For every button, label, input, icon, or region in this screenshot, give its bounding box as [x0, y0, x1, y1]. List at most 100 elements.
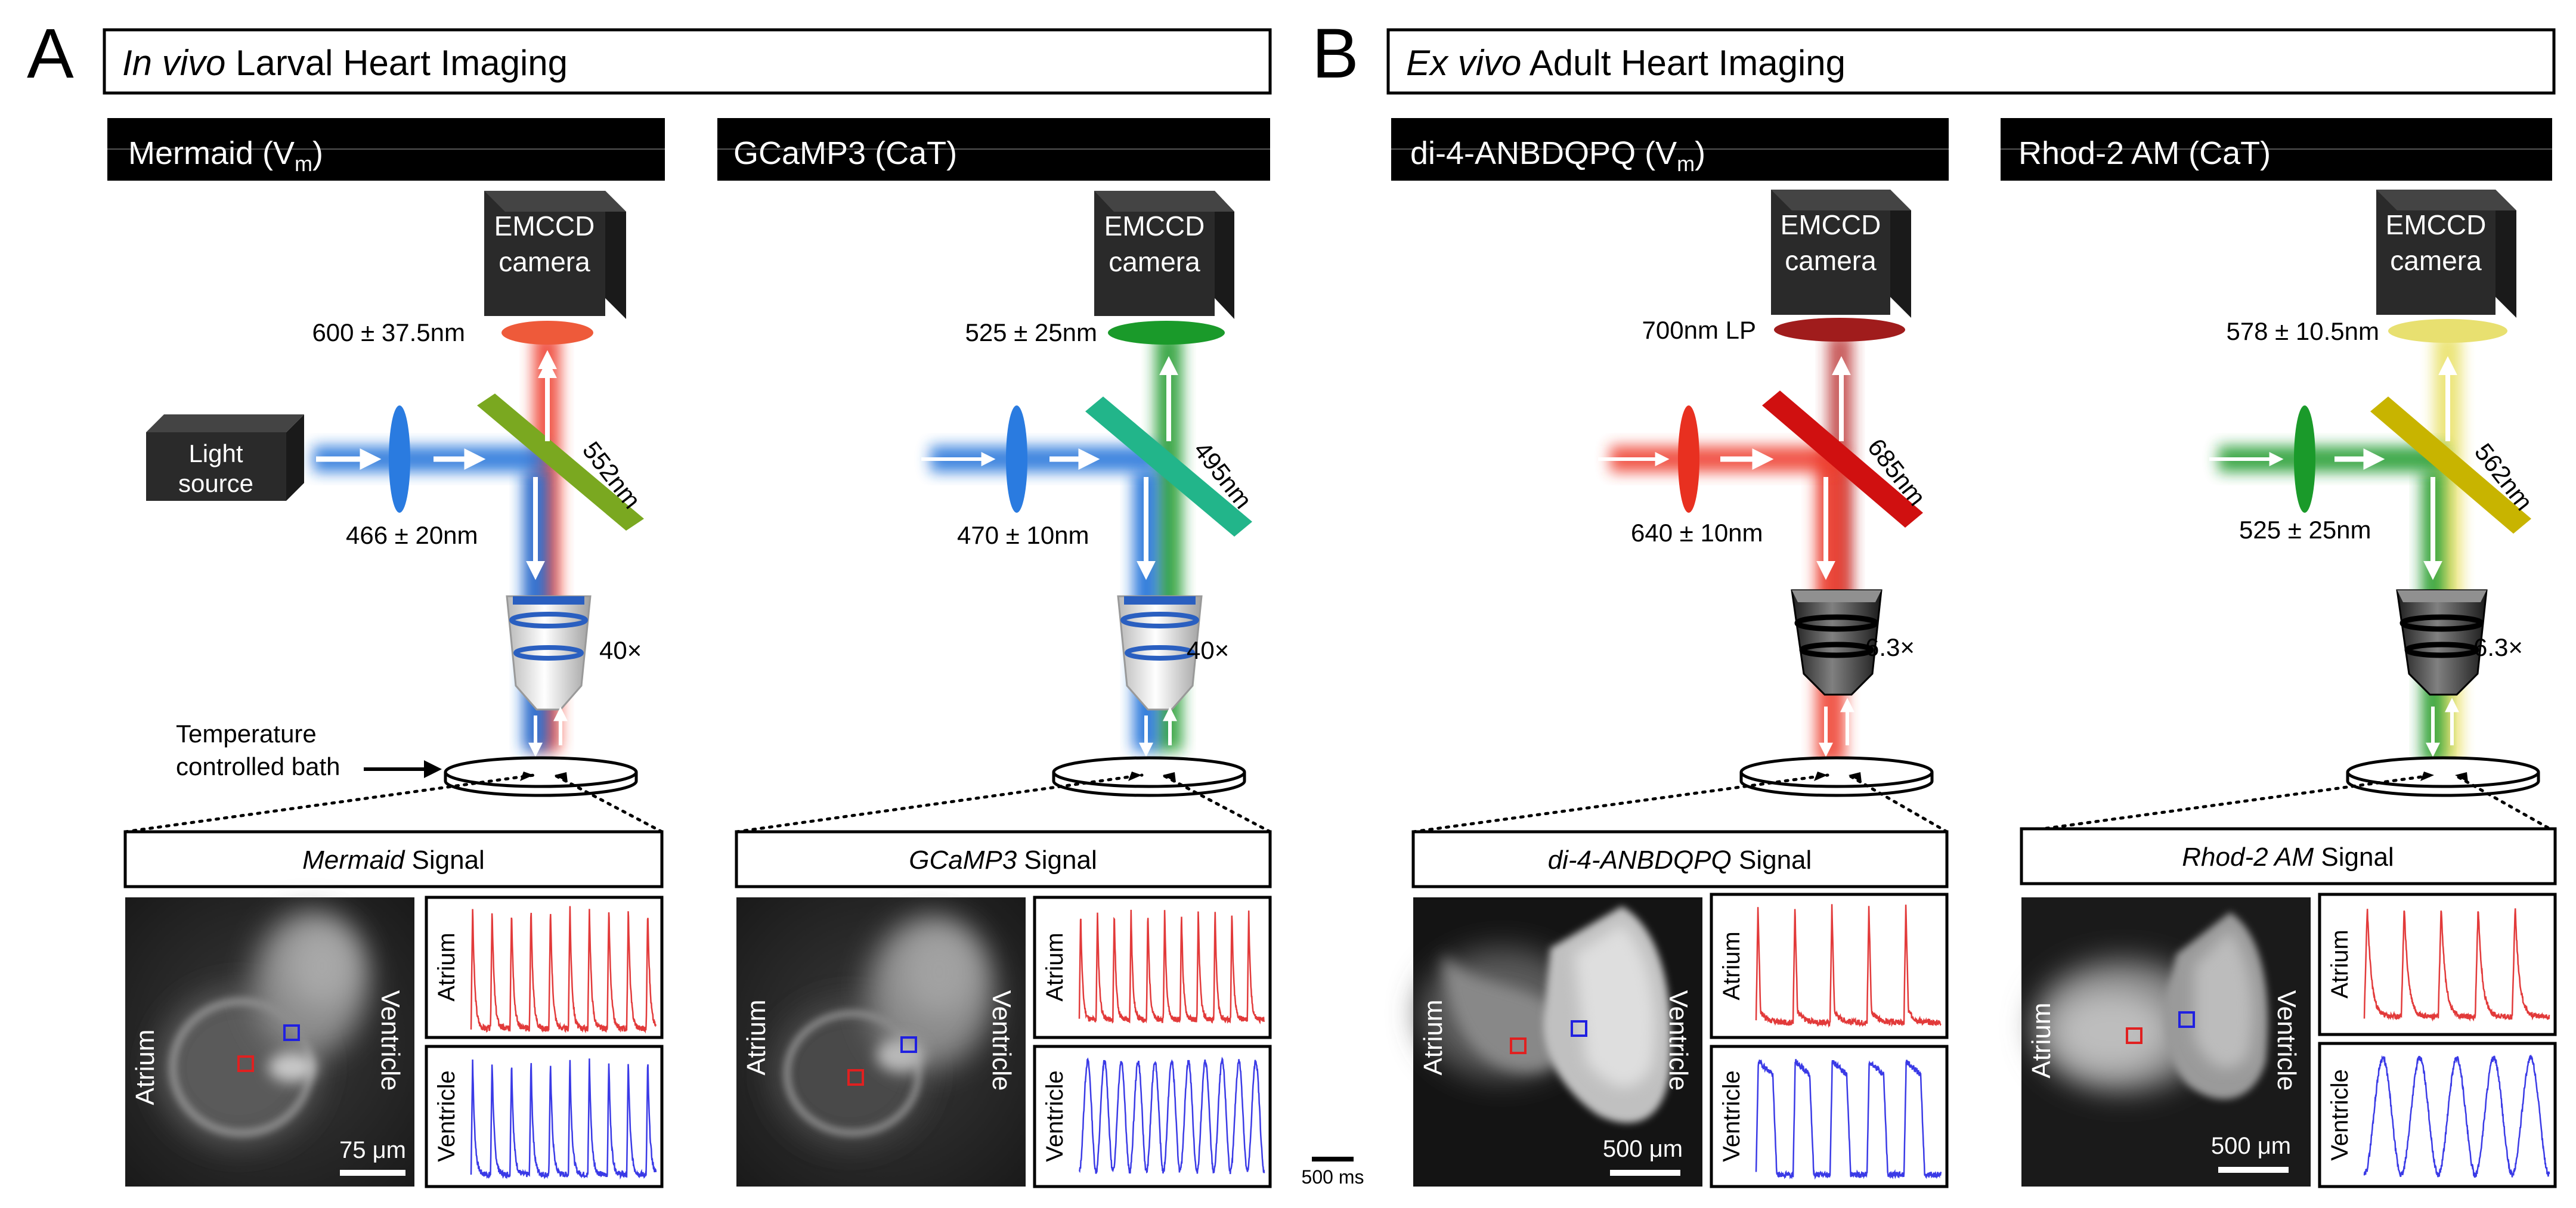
svg-text:700nm LP: 700nm LP [1642, 316, 1756, 344]
image-rhod2: Atrium Ventricle 500 μm [2021, 897, 2311, 1187]
svg-text:EMCCD: EMCCD [1781, 209, 1881, 240]
svg-text:Ventricle: Ventricle [1719, 1070, 1745, 1161]
scale-bar-label-3: 500 μm [1603, 1136, 1683, 1162]
scale-bar-3 [1610, 1170, 1680, 1176]
svg-text:40×: 40× [599, 636, 642, 664]
svg-text:Ventricle: Ventricle [376, 990, 405, 1091]
svg-text:Temperature: Temperature [176, 720, 317, 748]
dichroic-mirror-1 [477, 394, 644, 531]
svg-text:Atrium: Atrium [1042, 933, 1068, 1002]
svg-text:6.3×: 6.3× [2473, 633, 2523, 661]
trace-box-a1-top [425, 896, 664, 1039]
trace-di4-ventricle [1755, 1059, 1942, 1180]
svg-text:controlled bath: controlled bath [176, 752, 340, 780]
panel-a-title: In vivo Larval Heart Imaging [122, 43, 568, 83]
svg-text:Atrium: Atrium [434, 933, 460, 1002]
svg-text:camera: camera [1109, 246, 1200, 277]
dichroic-mirror-4 [2370, 397, 2531, 534]
trace-box-b2-bottom [2318, 1042, 2557, 1188]
optics-di4: EMCCD camera 700nm LP 685nm 640 ± 10nm [1411, 190, 1949, 834]
trace-gcamp3-ventricle [1078, 1057, 1265, 1175]
svg-text:Atrium: Atrium [1719, 931, 1745, 1001]
dichroic-mirror-2 [1085, 397, 1252, 537]
svg-text:camera: camera [499, 246, 590, 277]
image-gcamp3: Atrium Ventricle [736, 897, 1026, 1187]
svg-text:camera: camera [2390, 245, 2482, 276]
trace-box-a2-top [1033, 896, 1272, 1039]
svg-text:600 ± 37.5nm: 600 ± 37.5nm [312, 318, 465, 346]
trace-rhod2-atrium [2363, 908, 2550, 1022]
svg-text:camera: camera [1785, 245, 1877, 276]
svg-text:EMCCD: EMCCD [1104, 210, 1205, 241]
svg-text:40×: 40× [1187, 636, 1229, 664]
svg-text:EMCCD: EMCCD [2386, 209, 2487, 240]
signal-title-rhod2: Rhod-2 AM Signal [2182, 842, 2394, 872]
header-di4-label: di-4-ANBDQPQ (Vm) [1410, 135, 1705, 176]
optics-rhod2: EMCCD camera 578 ± 10.5nm 562nm 525 ± 25… [2020, 190, 2557, 834]
optics-gcamp3: EMCCD camera 525 ± 25nm 495nm 470 ± 10nm [735, 191, 1272, 834]
svg-text:Ventricle: Ventricle [434, 1070, 460, 1161]
scale-bar-1 [340, 1170, 405, 1176]
light-source [146, 432, 286, 501]
emission-filter-2 [1108, 321, 1225, 345]
header-rhod2-label: Rhod-2 AM (CaT) [2018, 135, 2271, 171]
signal-box-di4 [1411, 830, 1949, 888]
optics-mermaid: EMCCD camera Light source [123, 191, 664, 834]
svg-text:Light: Light [188, 439, 243, 467]
svg-text:6.3×: 6.3× [1865, 633, 1915, 661]
bath-2 [1052, 756, 1246, 788]
time-scale: 500 ms [1302, 1157, 1364, 1188]
trace-rhod2-ventricle [2363, 1054, 2550, 1178]
panel-a-title-box [103, 28, 1272, 95]
svg-text:Ventricle: Ventricle [2327, 1069, 2353, 1160]
svg-text:Ventricle: Ventricle [987, 990, 1016, 1091]
svg-text:Atrium: Atrium [742, 999, 771, 1075]
signal-box-mermaid [123, 830, 664, 888]
svg-text:525 ± 25nm: 525 ± 25nm [965, 318, 1097, 346]
svg-text:640 ± 10nm: 640 ± 10nm [1631, 519, 1763, 547]
signal-box-rhod2 [2020, 827, 2557, 885]
panel-b: B Ex vivo Adult Heart Imaging di-4-ANBDQ… [1312, 14, 2557, 1188]
scale-bar-label-1: 75 μm [339, 1137, 406, 1163]
panel-b-title-box [1386, 28, 2556, 95]
excitation-filter-4 [2294, 405, 2315, 513]
signal-title-mermaid: Mermaid Signal [302, 845, 485, 875]
time-scale-label: 500 ms [1302, 1166, 1364, 1188]
header-gcamp3-label: GCaMP3 (CaT) [733, 135, 957, 171]
panel-a: A In vivo Larval Heart Imaging Mermaid (… [27, 14, 1272, 1188]
svg-text:Ventricle: Ventricle [1042, 1070, 1068, 1161]
svg-text:Ventricle: Ventricle [2272, 990, 2301, 1091]
trace-box-a2-bottom [1033, 1045, 1272, 1188]
svg-text:source: source [178, 469, 253, 497]
svg-text:470 ± 10nm: 470 ± 10nm [957, 521, 1089, 549]
image-di4: Atrium Ventricle 500 μm [1413, 897, 1702, 1187]
panel-a-letter: A [27, 14, 74, 93]
header-mermaid-label: Mermaid (Vm) [128, 135, 323, 176]
panel-b-title: Ex vivo Adult Heart Imaging [1406, 43, 1846, 83]
signal-title-di4: di-4-ANBDQPQ Signal [1548, 845, 1812, 875]
emission-filter-4 [2388, 319, 2507, 343]
image-mermaid: Atrium Ventricle 75 μm [125, 897, 414, 1187]
trace-box-b1-bottom [1710, 1045, 1949, 1188]
trace-di4-atrium [1755, 904, 1942, 1028]
svg-text:Atrium: Atrium [2027, 1002, 2056, 1078]
excitation-filter-3 [1678, 405, 1699, 513]
emission-filter-3 [1774, 318, 1905, 342]
trace-box-a1-bottom [425, 1045, 664, 1188]
trace-gcamp3-atrium [1078, 909, 1265, 1024]
dichroic-mirror-3 [1762, 391, 1923, 528]
scale-bar-label-4: 500 μm [2211, 1133, 2291, 1159]
excitation-filter-2 [1006, 405, 1027, 513]
trace-mermaid-atrium [470, 906, 657, 1034]
svg-text:525 ± 25nm: 525 ± 25nm [2239, 516, 2371, 544]
scale-bar-4 [2218, 1167, 2289, 1173]
svg-text:Atrium: Atrium [131, 1029, 160, 1105]
svg-text:Atrium: Atrium [1419, 999, 1448, 1075]
emission-filter-1 [501, 321, 593, 345]
signal-title-gcamp3: GCaMP3 Signal [909, 845, 1097, 875]
signal-box-gcamp3 [735, 830, 1272, 888]
svg-text:466 ± 20nm: 466 ± 20nm [346, 521, 478, 549]
excitation-filter-1 [389, 405, 410, 513]
svg-text:EMCCD: EMCCD [494, 210, 595, 241]
